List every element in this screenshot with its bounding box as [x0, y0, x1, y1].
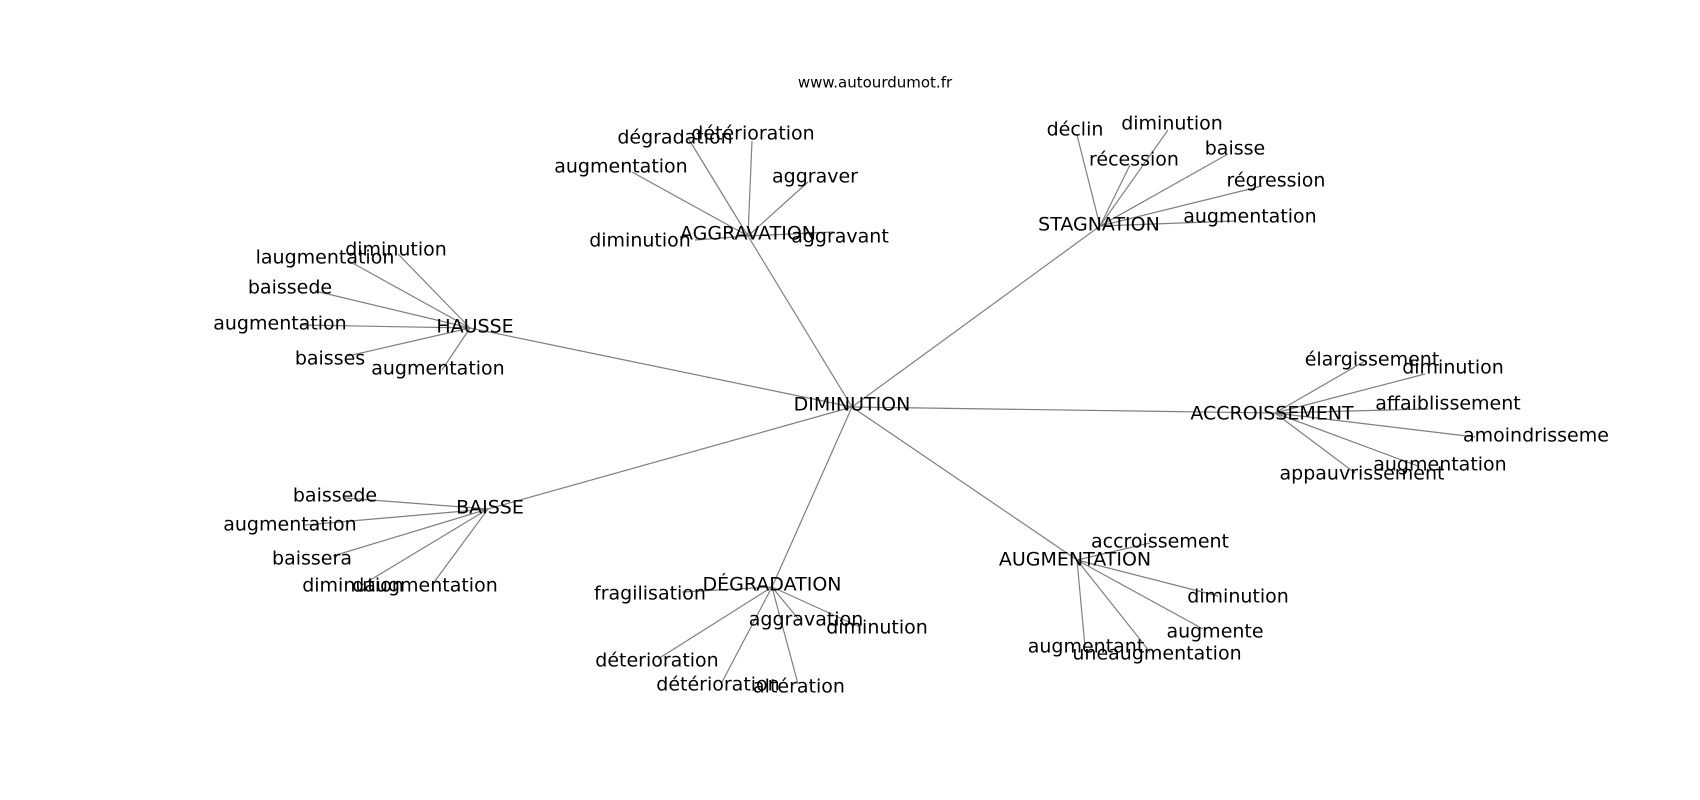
leaf-node-label: baisses: [295, 348, 365, 370]
leaf-node-label: uneaugmentation: [1072, 643, 1241, 665]
leaf-node-label: diminution: [826, 617, 928, 639]
edge-hub-to-leaf: [1076, 559, 1204, 630]
edge-hub-to-leaf: [657, 586, 773, 660]
edge-hub-to-leaf: [1274, 408, 1429, 414]
edge-hub-to-leaf: [747, 181, 809, 237]
edge-hub-to-leaf: [771, 586, 861, 628]
edge-hub-to-leaf: [1099, 164, 1131, 227]
edge-hub-to-leaf: [1274, 373, 1426, 414]
edge-hub-to-leaf: [304, 508, 489, 526]
edge-hub-to-leaf: [1099, 220, 1236, 227]
leaf-node-label: diminution: [1121, 113, 1223, 135]
edge-center-to-hub: [851, 406, 1276, 414]
leaf-node-label: accroissement: [1091, 531, 1229, 553]
leaf-node-label: diminution: [1187, 586, 1289, 608]
leaf-node-label: altération: [753, 676, 845, 698]
edge-hub-to-leaf: [397, 253, 471, 329]
leaf-node-label: diminution: [1402, 357, 1504, 379]
edge-hub-to-leaf: [1076, 559, 1086, 648]
hub-node-label: HAUSSE: [436, 316, 513, 338]
edge-hub-to-leaf: [1076, 134, 1101, 227]
edge-hub-to-leaf: [687, 137, 749, 237]
edge-hub-to-leaf: [771, 586, 799, 685]
leaf-node-label: détérioration: [691, 123, 814, 145]
leaf-node-label: baissede: [248, 277, 332, 299]
edge-hub-to-leaf: [1099, 153, 1229, 227]
leaf-node-label: baissede: [293, 485, 377, 507]
edge-hub-to-leaf: [720, 586, 773, 685]
edge-hub-to-leaf: [1076, 559, 1219, 597]
hub-node-label: BAISSE: [456, 497, 524, 519]
leaf-node-label: aggraver: [772, 166, 858, 188]
edge-center-to-hub: [487, 406, 853, 510]
leaf-node-label: dégradation: [617, 127, 732, 149]
edge-hub-to-leaf: [747, 231, 834, 237]
leaf-node-label: baisse: [1205, 138, 1265, 160]
edge-hub-to-leaf: [441, 327, 471, 371]
edge-hub-to-leaf: [1076, 559, 1151, 653]
edge-center-to-hub: [747, 235, 853, 408]
hub-node-label: AUGMENTATION: [999, 549, 1151, 571]
center-node-label: DIMINUTION: [794, 394, 911, 416]
edge-center-to-hub: [771, 406, 853, 588]
labels: www.autourdumot.fr DIMINUTION AGGRAVATIO…: [213, 74, 1609, 698]
leaf-node-label: augmentation: [1183, 206, 1316, 228]
leaf-node-label: augmentation: [371, 358, 504, 380]
hub-node-label: ACCROISSEMENT: [1190, 403, 1354, 425]
leaf-node-label: amoindrisseme: [1463, 425, 1609, 447]
leaf-node-label: augmentation: [554, 156, 687, 178]
leaf-node-label: appauvrissement: [1280, 463, 1445, 485]
edge-hub-to-leaf: [1099, 185, 1263, 227]
leaf-node-label: affaiblissement: [1375, 393, 1520, 415]
leaf-node-label: aggravation: [749, 609, 864, 631]
edge-hub-to-leaf: [346, 259, 471, 329]
leaf-node-label: déclin: [1047, 119, 1104, 141]
leaf-node-label: déterioration: [595, 650, 718, 672]
edge-hub-to-leaf: [1274, 412, 1476, 438]
edge-center-to-hub: [469, 327, 853, 408]
leaf-node-label: augmentation: [223, 514, 356, 536]
hub-node-label: DÉGRADATION: [703, 573, 842, 596]
leaf-node-label: augmente: [1166, 621, 1263, 643]
edge-hub-to-leaf: [1274, 360, 1366, 414]
edge-hub-to-leaf: [1099, 129, 1169, 227]
leaf-node-label: baissera: [272, 548, 352, 570]
edge-hub-to-leaf: [332, 508, 489, 557]
leaf-node-label: augmentation: [1373, 454, 1506, 476]
edge-hub-to-leaf: [361, 508, 489, 586]
leaf-node-label: fragilisation: [594, 583, 706, 605]
edge-hub-to-leaf: [314, 290, 471, 329]
leaf-node-label: détérioration: [656, 674, 779, 696]
edge-hub-to-leaf: [747, 140, 753, 237]
hub-node-label: STAGNATION: [1038, 214, 1160, 236]
edge-hub-to-leaf: [1274, 412, 1356, 474]
source-label: www.autourdumot.fr: [798, 74, 953, 92]
leaf-node-label: élargissement: [1305, 349, 1440, 371]
edges: [299, 129, 1476, 685]
edge-hub-to-leaf: [1076, 542, 1151, 561]
edge-hub-to-leaf: [694, 235, 749, 241]
leaf-node-label: daugmentation: [352, 575, 498, 597]
hub-node-label: AGGRAVATION: [680, 223, 816, 245]
leaf-node-label: diminution: [302, 575, 404, 597]
edge-hub-to-leaf: [1274, 412, 1419, 467]
edge-center-to-hub: [851, 225, 1101, 408]
edge-hub-to-leaf: [431, 508, 489, 586]
leaf-node-label: augmentant: [1028, 636, 1145, 658]
leaf-node-label: régression: [1227, 170, 1326, 192]
edge-hub-to-leaf: [681, 586, 773, 593]
leaf-node-label: laugmentation: [256, 247, 395, 269]
edge-hub-to-leaf: [631, 171, 749, 237]
edge-hub-to-leaf: [299, 324, 471, 329]
edge-center-to-hub: [851, 406, 1078, 561]
leaf-node-label: diminution: [345, 239, 447, 261]
leaf-node-label: aggravant: [791, 226, 889, 248]
edge-hub-to-leaf: [344, 497, 489, 510]
edge-hub-to-leaf: [771, 586, 801, 622]
leaf-node-label: augmentation: [213, 313, 346, 335]
leaf-node-label: récession: [1089, 149, 1179, 171]
leaf-node-label: diminution: [589, 230, 691, 252]
edge-hub-to-leaf: [347, 327, 471, 357]
